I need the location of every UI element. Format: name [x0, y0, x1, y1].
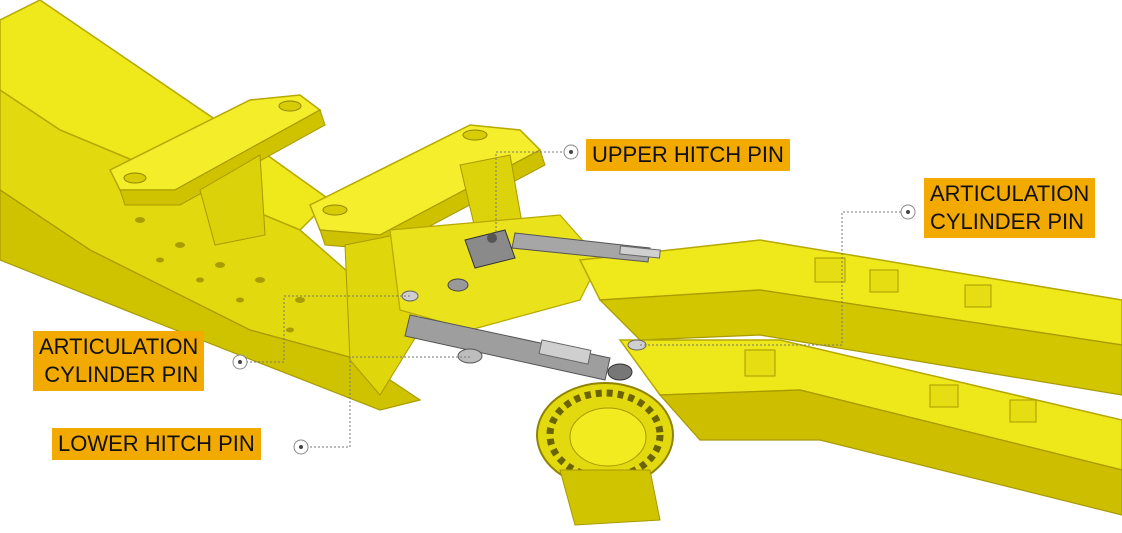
callout-line-2: CYLINDER PIN — [44, 362, 199, 387]
callout-lower-hitch-pin: LOWER HITCH PIN — [52, 428, 261, 460]
target-icon-artic-left — [232, 354, 248, 370]
leader-lines — [246, 151, 905, 448]
callout-upper-hitch-pin-text: UPPER HITCH PIN — [592, 142, 784, 167]
callout-articulation-cylinder-pin-right: ARTICULATION CYLINDER PIN — [924, 178, 1096, 238]
callout-lower-hitch-pin-text: LOWER HITCH PIN — [58, 431, 255, 456]
articulation-cylinders — [404, 232, 661, 381]
callout-line-1: ARTICULATION — [930, 181, 1090, 206]
target-icon-lower-hitch — [293, 439, 309, 455]
target-markers — [232, 144, 916, 455]
callout-articulation-cylinder-pin-left: ARTICULATION CYLINDER PIN — [33, 331, 205, 391]
front-frame — [578, 239, 1122, 516]
bearing-ring — [536, 382, 674, 526]
hitch-pins — [401, 229, 647, 364]
callout-line-2: CYLINDER PIN — [930, 209, 1085, 234]
target-icon-artic-right — [900, 204, 916, 220]
cross-member-left — [108, 94, 326, 246]
callout-line-1: ARTICULATION — [39, 334, 199, 359]
target-icon-upper-hitch — [563, 144, 579, 160]
callout-upper-hitch-pin: UPPER HITCH PIN — [586, 139, 790, 171]
